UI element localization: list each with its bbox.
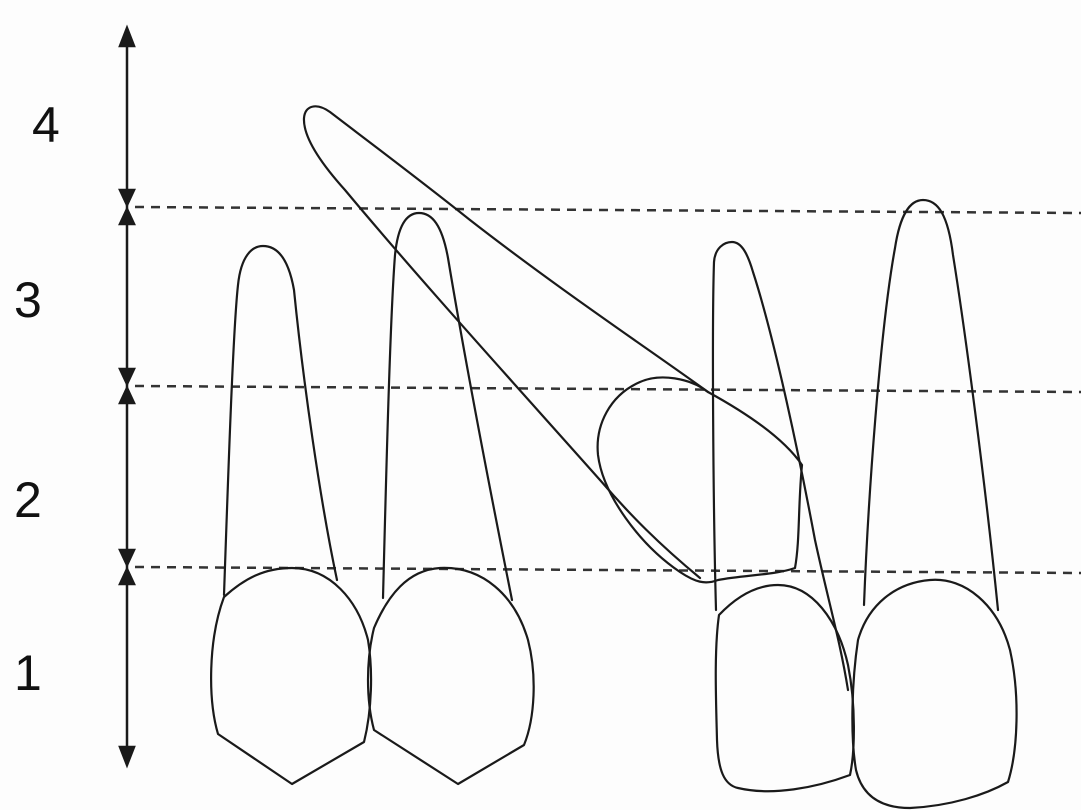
boundary-line-1-2 — [134, 565, 1081, 575]
tooth-right-central — [851, 198, 1018, 810]
boundary-arrows-2-3 — [118, 367, 136, 405]
tooth-crown — [851, 578, 1018, 810]
tooth-crown — [714, 583, 855, 793]
tooth-crown — [366, 566, 535, 786]
boundary-arrows-1-2 — [118, 548, 136, 586]
arrow-top — [118, 24, 136, 48]
tooth-crown — [210, 566, 373, 786]
measurement-axis — [118, 24, 136, 769]
arrow-bottom — [118, 745, 136, 769]
zone-boundary-lines — [134, 205, 1081, 575]
tooth-root — [302, 105, 710, 580]
teeth — [210, 105, 1018, 810]
boundary-line-3-4 — [134, 205, 1081, 215]
tooth-root — [711, 240, 850, 692]
tooth-left-lateral — [210, 244, 373, 786]
tooth-right-lateral — [711, 240, 855, 793]
boundary-arrows-3-4 — [118, 188, 136, 226]
tooth-root — [222, 244, 339, 597]
tooth-impacted — [302, 105, 804, 584]
boundary-line-2-3 — [134, 384, 1081, 394]
tooth-root — [381, 211, 514, 602]
tooth-root — [862, 198, 1000, 612]
tooth-crown — [596, 376, 804, 584]
zone-label-2: 2 — [14, 472, 42, 528]
zone-label-4: 4 — [32, 97, 60, 153]
zone-label-1: 1 — [14, 645, 42, 701]
zone-label-3: 3 — [14, 272, 42, 328]
tooth-left-central — [366, 211, 535, 786]
